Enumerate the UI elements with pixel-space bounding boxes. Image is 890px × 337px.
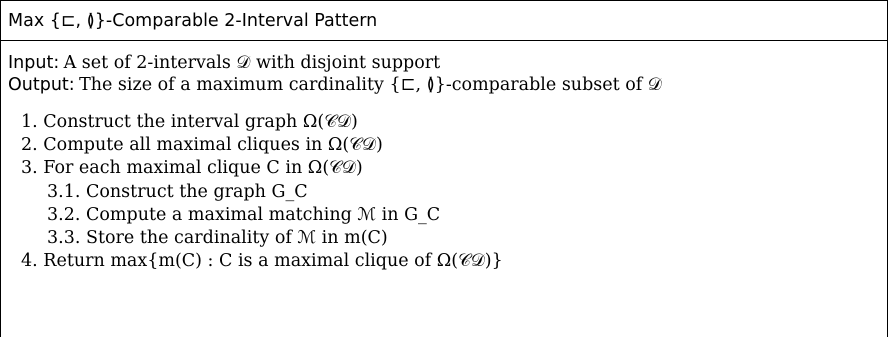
step-text: Compute a maximal matching ℳ in G_C [85, 205, 441, 225]
step-number: 3.1. [47, 182, 81, 202]
input-line: Input: A set of 2-intervals 𝒟 with disjo… [8, 51, 440, 74]
step-number: 1. [21, 112, 38, 132]
step-3-2: 3.2. Compute a maximal matching ℳ in G_C [47, 204, 440, 226]
step-text: Construct the interval graph Ω(𝒞𝒟) [43, 112, 358, 132]
output-line: Output: The size of a maximum cardinalit… [8, 73, 662, 96]
step-number: 3.2. [47, 205, 81, 225]
step-text: Construct the graph G_C [85, 182, 308, 202]
step-3: 3. For each maximal clique C in Ω(𝒞𝒟) [21, 157, 363, 179]
step-text: Return max{m(C) : C is a maximal clique … [43, 251, 503, 271]
step-number: 3.3. [47, 228, 81, 248]
output-label: Output: [8, 75, 75, 95]
step-text: Compute all maximal cliques in Ω(𝒞𝒟) [43, 135, 383, 155]
step-number: 2. [21, 135, 38, 155]
step-text: For each maximal clique C in Ω(𝒞𝒟) [43, 158, 363, 178]
step-text: Store the cardinality of ℳ in m(C) [85, 228, 388, 248]
step-4: 4. Return max{m(C) : C is a maximal cliq… [21, 250, 503, 272]
step-number: 3. [21, 158, 38, 178]
step-3-1: 3.1. Construct the graph G_C [47, 181, 308, 203]
step-2: 2. Compute all maximal cliques in Ω(𝒞𝒟) [21, 134, 383, 156]
step-1: 1. Construct the interval graph Ω(𝒞𝒟) [21, 111, 358, 133]
title-separator [1, 40, 887, 41]
step-3-3: 3.3. Store the cardinality of ℳ in m(C) [47, 227, 388, 249]
output-text: The size of a maximum cardinality {⊏, ≬}… [79, 75, 662, 95]
algorithm-title: Max {⊏, ≬}-Comparable 2-Interval Pattern [8, 11, 378, 31]
input-label: Input: [8, 53, 60, 73]
input-text: A set of 2-intervals 𝒟 with disjoint sup… [63, 53, 441, 73]
step-number: 4. [21, 251, 38, 271]
